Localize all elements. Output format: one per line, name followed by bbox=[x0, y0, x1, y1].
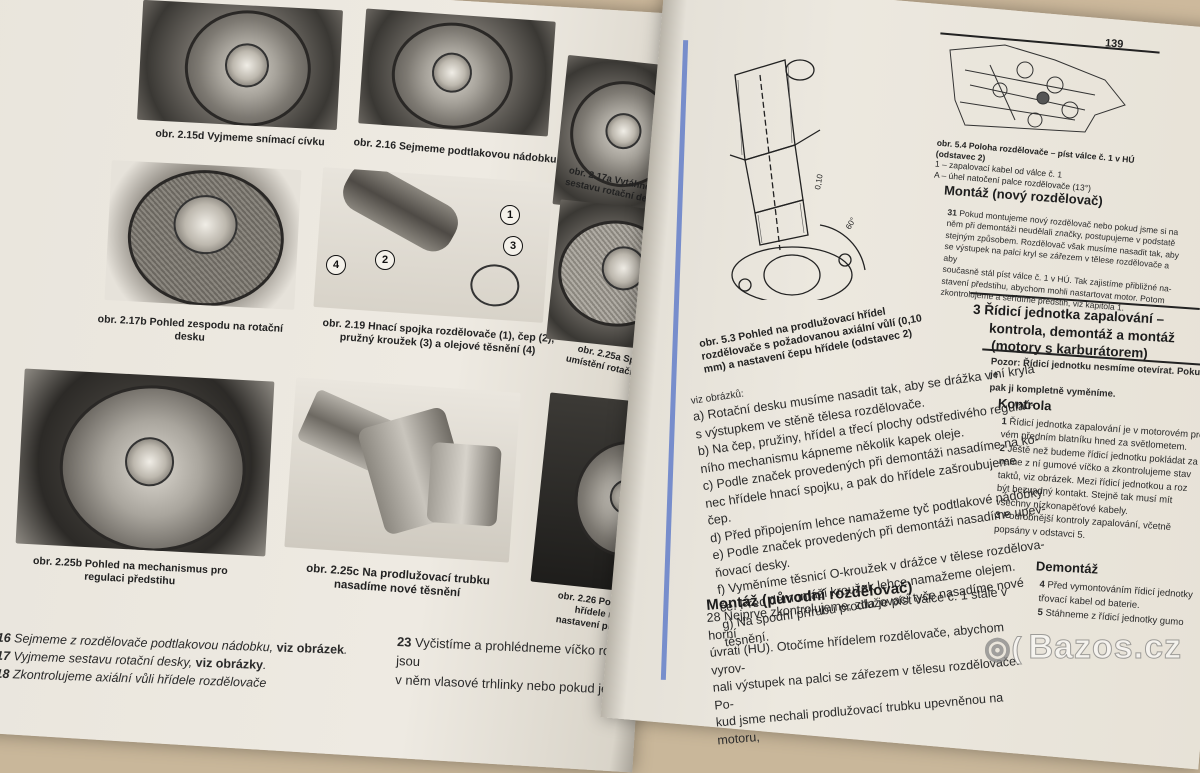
figure-2-25c-photo bbox=[284, 377, 521, 563]
eye-icon: ◎( bbox=[984, 632, 1023, 666]
figure-2-17b-photo bbox=[104, 160, 302, 310]
callout-3: 3 bbox=[503, 236, 523, 256]
kontrola-text: 1 Řídicí jednotka zapalování je v motoro… bbox=[993, 415, 1200, 541]
callout-1: 1 bbox=[500, 205, 520, 225]
figure-2-16-photo bbox=[358, 8, 556, 137]
svg-text:60°: 60° bbox=[844, 216, 858, 231]
callout-4: 4 bbox=[326, 255, 346, 275]
figure-5-4-drawing bbox=[949, 44, 1126, 133]
figure-2-25b-photo bbox=[15, 368, 275, 557]
callout-2: 2 bbox=[375, 250, 395, 270]
demontaz-heading: Demontáž bbox=[1035, 558, 1099, 577]
figure-2-15d-photo bbox=[136, 0, 344, 131]
figure-5-3-drawing: 0,10 60° bbox=[729, 59, 866, 300]
svg-text:0,10: 0,10 bbox=[813, 173, 825, 190]
bazos-watermark: ◎(Bazos.cz bbox=[984, 628, 1182, 667]
kontrola-heading: Kontrola bbox=[997, 395, 1052, 414]
